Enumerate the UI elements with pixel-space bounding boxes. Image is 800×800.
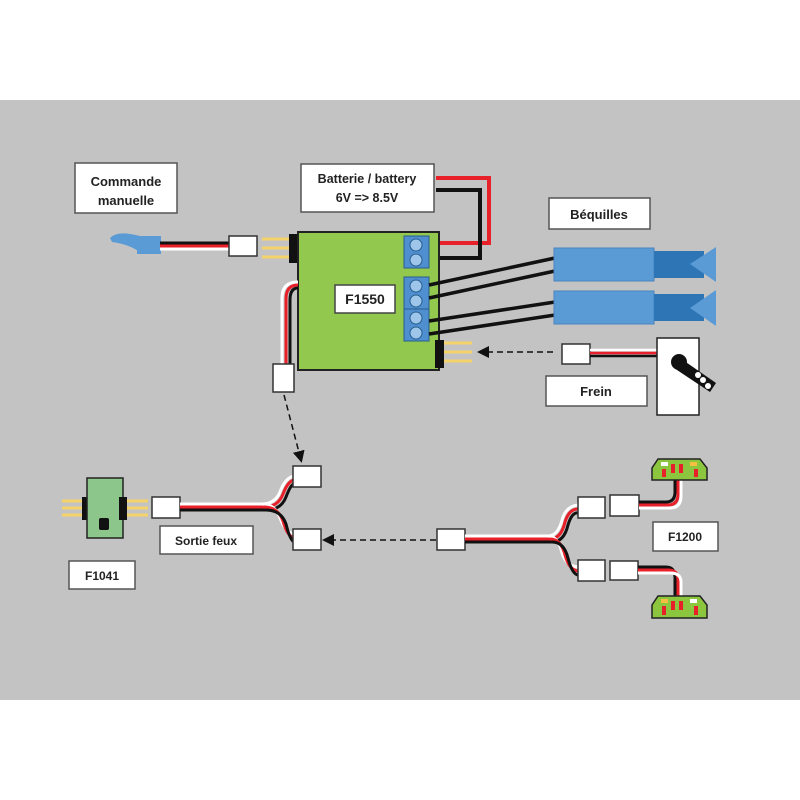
f1200-split-connector-bottom xyxy=(577,559,606,582)
connector xyxy=(228,235,258,257)
bequilles-label: Béquilles xyxy=(548,197,651,230)
f1200-y-cable xyxy=(465,503,579,577)
svg-text:Béquilles: Béquilles xyxy=(570,207,628,222)
y-connector-bottom xyxy=(292,528,322,551)
svg-text:manuelle: manuelle xyxy=(98,193,154,208)
svg-text:Frein: Frein xyxy=(580,384,612,399)
svg-text:Batterie / battery: Batterie / battery xyxy=(318,172,417,186)
brake-header-pins xyxy=(435,340,472,368)
frein-label: Frein xyxy=(545,375,648,407)
svg-text:Commande: Commande xyxy=(91,174,162,189)
svg-text:F1200: F1200 xyxy=(668,530,702,544)
commande-label: Commande manuelle xyxy=(74,162,178,214)
servo-1-icon xyxy=(553,247,716,282)
f1200-led-wire-top xyxy=(639,480,683,510)
f1550-board: F1550 xyxy=(297,231,440,371)
servo-wires xyxy=(428,256,556,336)
y-connector-top xyxy=(292,465,322,488)
battery-wires xyxy=(428,176,491,260)
svg-text:Sortie feux: Sortie feux xyxy=(175,534,237,548)
battery-label: Batterie / battery 6V => 8.5V xyxy=(300,163,435,213)
f1200-led-board-bottom-icon xyxy=(651,595,708,619)
f1041-label: F1041 xyxy=(68,560,136,590)
f1041-module-icon xyxy=(62,477,148,539)
f1200-input-connector xyxy=(436,528,466,551)
sortie-feux-connector xyxy=(151,496,181,519)
header-pins xyxy=(262,234,298,263)
f1200-label: F1200 xyxy=(652,521,719,552)
svg-text:F1041: F1041 xyxy=(85,569,119,583)
brake-receiver-icon xyxy=(656,337,716,416)
f1550-output-wire xyxy=(280,280,299,366)
f1200-led-board-top-icon xyxy=(651,458,708,481)
light-dashed-arrow xyxy=(283,394,305,463)
sortie-feux-y-cable xyxy=(180,474,295,544)
f1200-led-connector-top xyxy=(609,494,640,517)
manual-command-wire xyxy=(160,241,230,251)
f1200-led-wire-bottom xyxy=(638,565,683,597)
brake-wire xyxy=(590,348,658,358)
brake-connector xyxy=(561,343,591,365)
svg-text:6V => 8.5V: 6V => 8.5V xyxy=(336,191,399,205)
sortie-feux-label: Sortie feux xyxy=(159,525,254,555)
f1200-led-connector-bottom xyxy=(609,560,639,581)
f1200-split-connector-top xyxy=(577,496,606,519)
manual-command-stick-icon xyxy=(110,233,161,254)
f1550-output-connector xyxy=(272,363,295,393)
f1550-label xyxy=(334,284,396,314)
servo-2-icon xyxy=(553,290,716,326)
svg-text:F1550: F1550 xyxy=(345,291,385,307)
